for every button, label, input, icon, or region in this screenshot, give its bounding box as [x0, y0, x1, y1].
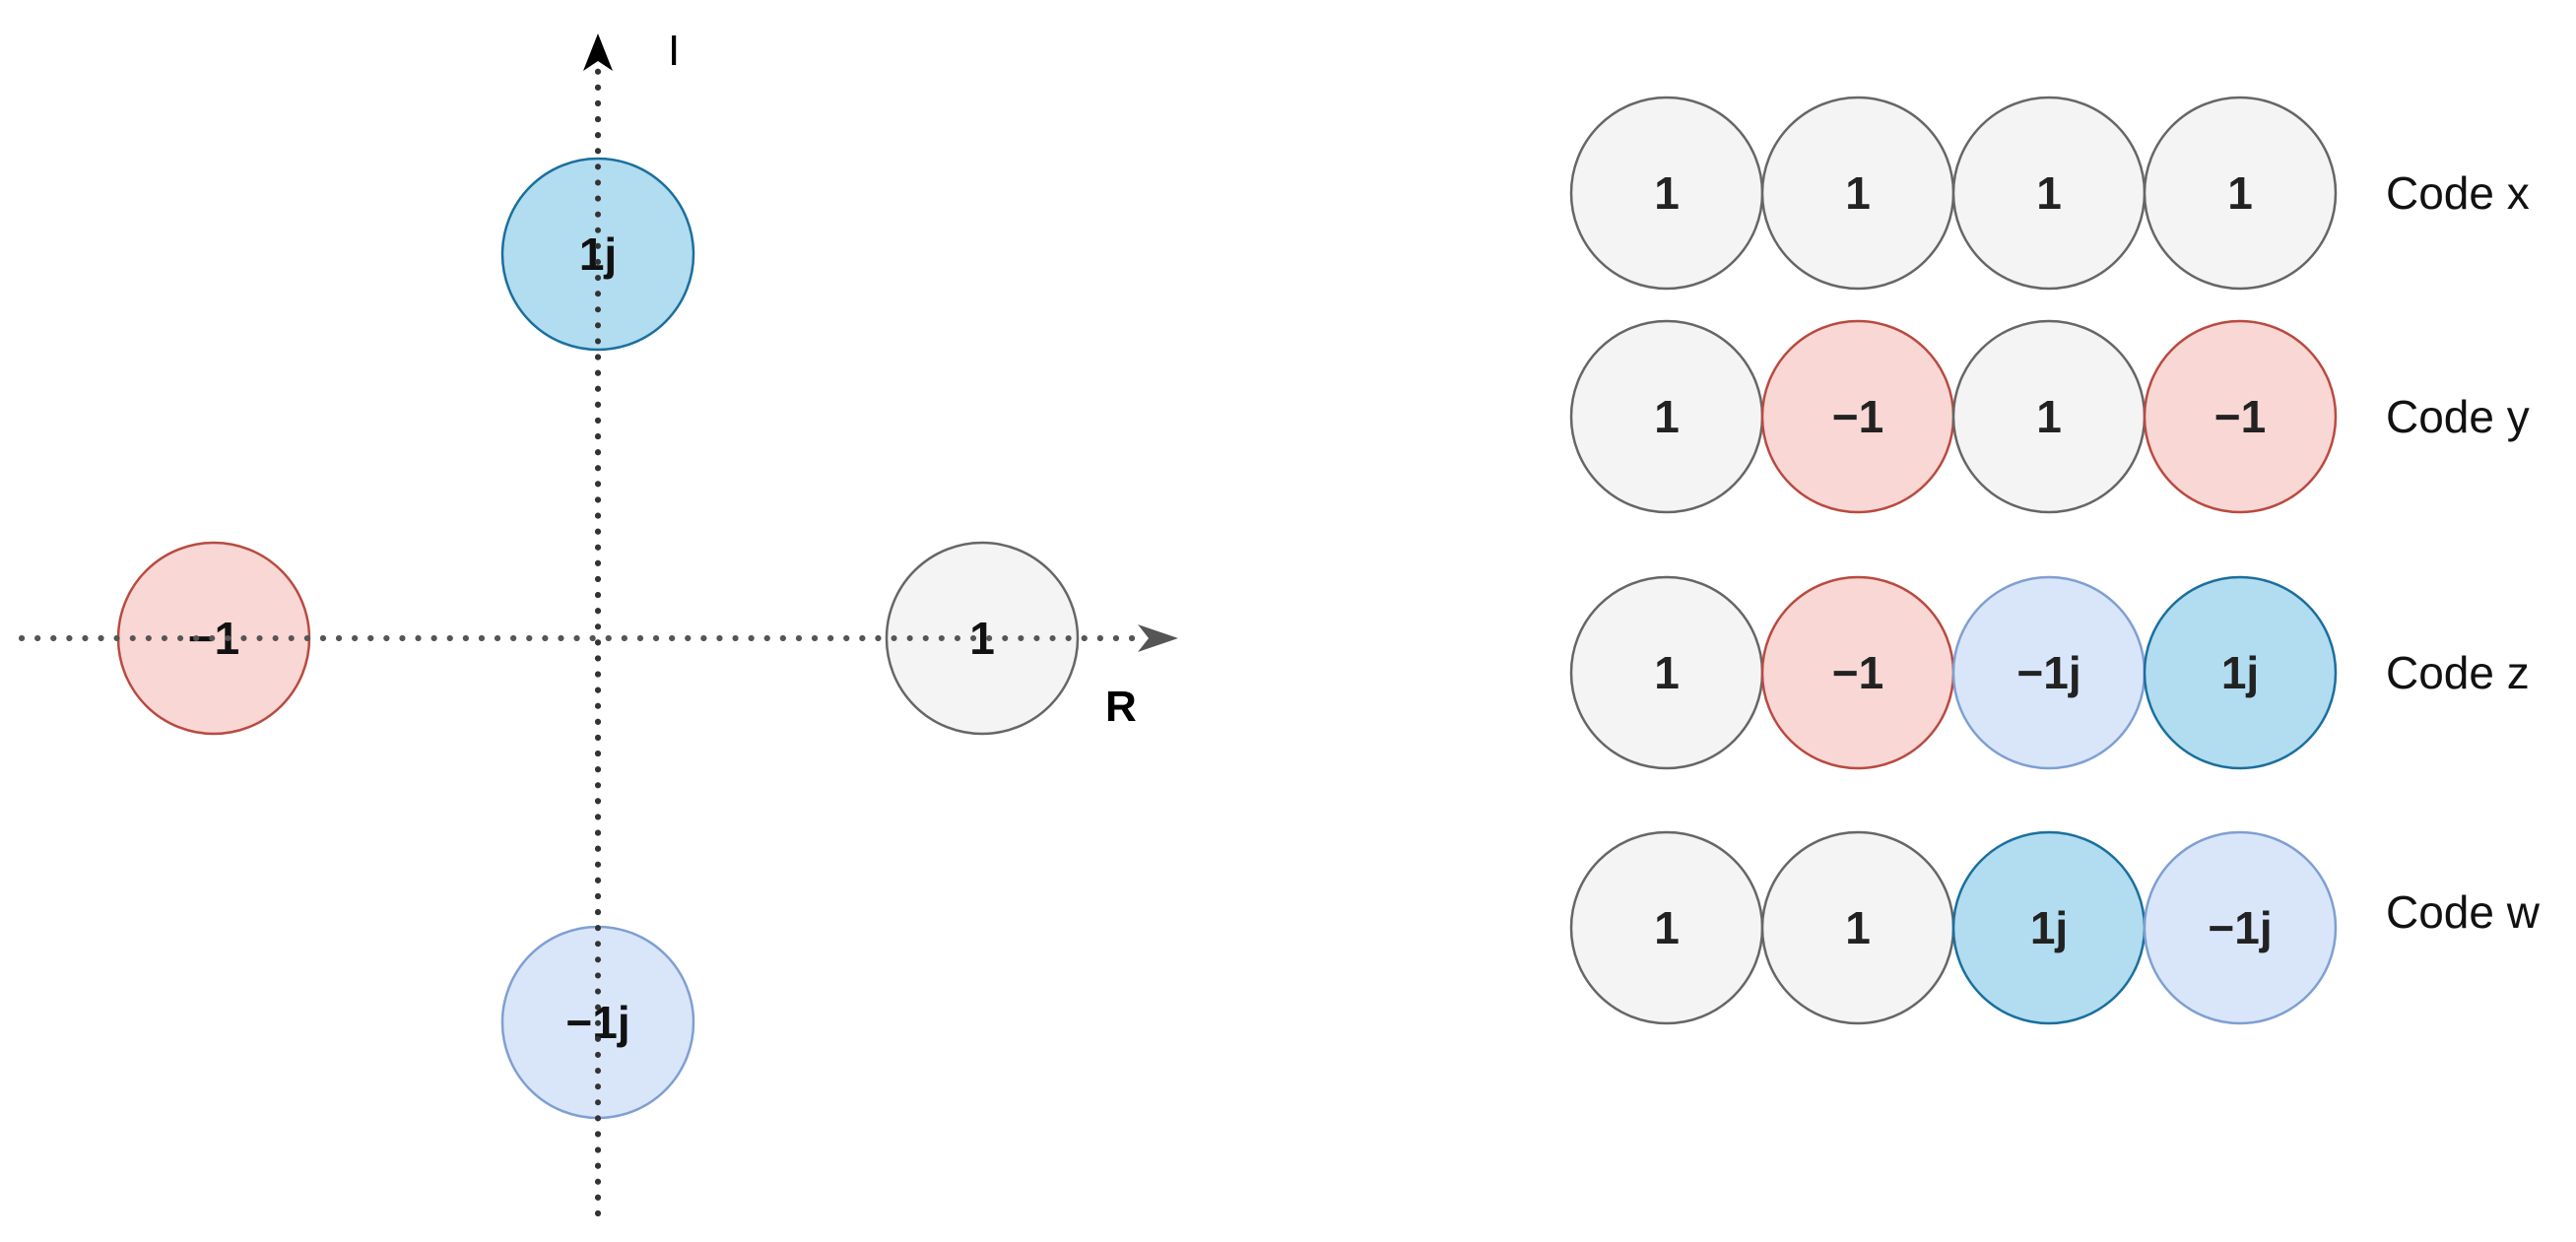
code-symbol-label: −1: [1832, 391, 1883, 442]
code-symbol: 1: [1569, 830, 1764, 1025]
code-symbol: 1: [1760, 96, 1955, 291]
code-row: 1 −1 −1j 1j Code z: [1569, 575, 2530, 770]
code-name-label: Code z: [2386, 647, 2530, 698]
code-row: 1 1 1 1 Code x: [1569, 96, 2530, 291]
code-symbol-label: −1: [1832, 647, 1883, 698]
constellation-point-label: 1j: [579, 229, 617, 280]
code-symbol-label: 1: [1654, 391, 1680, 442]
code-symbol-label: 1: [1845, 902, 1871, 953]
code-symbol-label: 1: [1654, 647, 1680, 698]
code-symbol: 1: [1951, 96, 2147, 291]
code-symbol: −1: [1760, 319, 1955, 514]
code-symbol-circle: [2143, 575, 2338, 770]
code-symbol-label: −1: [2214, 391, 2266, 442]
constellation-point: 1: [885, 541, 1080, 736]
code-symbol: −1: [1760, 575, 1955, 770]
code-symbol: 1: [1569, 96, 1764, 291]
code-name-label: Code x: [2386, 167, 2530, 219]
code-row: 1 −1 1 −1 Code y: [1569, 319, 2530, 514]
code-symbol-label: 1j: [2030, 902, 2068, 953]
imaginary-axis-label: I: [668, 27, 680, 75]
code-symbol: 1: [1569, 575, 1764, 770]
code-symbol-label: 1: [1845, 167, 1871, 219]
code-symbol-label: −1j: [2016, 647, 2081, 698]
constellation-point-circle: [885, 541, 1080, 736]
code-symbol: 1: [1760, 830, 1955, 1025]
code-symbol-circle: [2143, 830, 2338, 1025]
code-symbol-label: 1: [1654, 167, 1680, 219]
code-symbol: 1: [1569, 319, 1764, 514]
imaginary-axis-arrowhead: [583, 33, 613, 71]
code-symbol: 1j: [1951, 830, 2147, 1025]
code-name-label: Code y: [2386, 391, 2530, 442]
code-symbol: −1j: [2143, 830, 2338, 1025]
code-symbol: −1: [2143, 319, 2338, 514]
code-symbol: 1: [1951, 319, 2147, 514]
code-symbol-label: 1j: [2221, 647, 2259, 698]
code-symbol: −1j: [1951, 575, 2147, 770]
code-symbol-label: 1: [1654, 902, 1680, 953]
code-symbol: 1j: [2143, 575, 2338, 770]
code-symbol-label: −1j: [2208, 902, 2272, 953]
constellation-point: 1j: [500, 157, 695, 352]
code-symbol-label: 1: [2227, 167, 2253, 219]
code-symbol: 1: [2143, 96, 2338, 291]
code-row: 1 1 1j −1j Code w: [1569, 830, 2541, 1025]
code-symbol-label: 1: [2036, 391, 2062, 442]
real-axis-arrowhead: [1138, 624, 1178, 652]
real-axis-label: R: [1105, 683, 1137, 731]
code-symbol-circle: [2143, 319, 2338, 514]
constellation-point-circle: [500, 157, 695, 352]
code-symbol-circle: [2143, 96, 2338, 291]
code-sequences: 1 1 1 1 Code x 1 −1 1 −1 Code y 1 −1 −1j 1j Code z 1 1 1j…: [1569, 96, 2541, 1025]
code-symbol-label: 1: [2036, 167, 2062, 219]
code-name-label: Code w: [2386, 886, 2541, 938]
